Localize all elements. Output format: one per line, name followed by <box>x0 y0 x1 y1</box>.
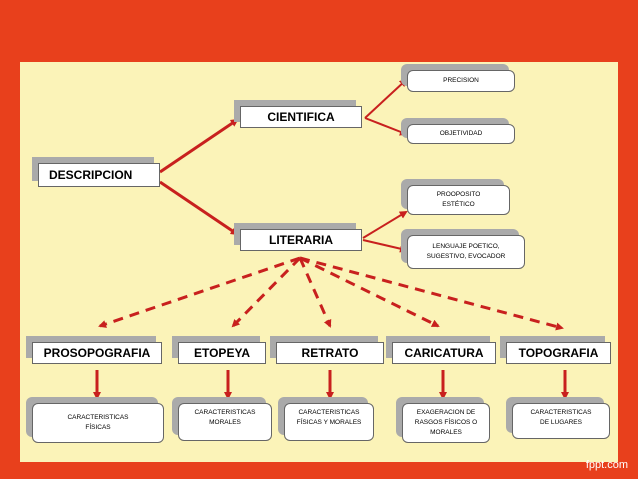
desc-line: CARACTERISTICAS <box>298 409 360 416</box>
node-cientifica: CIENTIFICA <box>240 106 362 128</box>
arrow-cientifica-to-precision <box>364 78 408 119</box>
desc-prosopografia: CARACTERISTICAS FÍSICAS <box>32 403 164 443</box>
proposito-line-2: ESTÉTICO <box>442 201 475 208</box>
arrow-literaria-to-proposito <box>362 210 408 239</box>
desc-line: FÍSICAS <box>85 424 111 431</box>
node-caricatura: CARICATURA <box>392 342 496 364</box>
desc-retrato: CARACTERISTICAS FÍSICAS Y MORALES <box>284 403 374 441</box>
desc-line: CARACTERISTICAS <box>67 414 129 421</box>
arrow-root-to-literaria <box>159 180 239 236</box>
desc-line: MORALES <box>430 429 462 436</box>
desc-line: EXAGERACION DE <box>416 409 476 416</box>
node-retrato: RETRATO <box>276 342 384 364</box>
desc-topografia: CARACTERISTICAS DE LUGARES <box>512 403 610 439</box>
arrow-root-to-cientifica <box>159 118 239 174</box>
node-descripcion: DESCRIPCION <box>38 163 160 187</box>
dashed-arrow-prosopografia <box>98 256 301 328</box>
node-etopeya: ETOPEYA <box>178 342 266 364</box>
desc-etopeya: CARACTERISTICAS MORALES <box>178 403 272 441</box>
dashed-arrow-topografia <box>299 256 564 331</box>
arrow-literaria-to-lenguaje <box>362 239 408 253</box>
node-lenguaje: LENGUAJE POETICO, SUGESTIVO, EVOCADOR <box>407 235 525 269</box>
proposito-line-1: PROOPOSITO <box>436 191 481 198</box>
desc-line: MORALES <box>209 419 241 426</box>
dashed-arrow-retrato <box>298 257 332 328</box>
lenguaje-line-2: SUGESTIVO, EVOCADOR <box>426 253 506 260</box>
desc-line: DE LUGARES <box>540 419 582 426</box>
fppt-watermark: fppt.com <box>585 459 628 471</box>
node-topografia: TOPOGRAFIA <box>506 342 611 364</box>
arrow-cientifica-to-objetividad <box>364 117 408 136</box>
lenguaje-line-1: LENGUAJE POETICO, <box>432 243 500 250</box>
desc-line: CARACTERISTICAS <box>530 409 592 416</box>
node-literaria: LITERARIA <box>240 229 362 251</box>
desc-line: FÍSICAS Y MORALES <box>296 419 362 426</box>
node-precision: PRECISION <box>407 70 515 92</box>
desc-line: RASGOS FÍSICOS O <box>414 419 478 426</box>
node-prosopografia: PROSOPOGRAFIA <box>32 342 162 364</box>
node-objetividad: OBJETIVIDAD <box>407 124 515 144</box>
desc-line: CARACTERISTICAS <box>194 409 256 416</box>
desc-caricatura: EXAGERACION DE RASGOS FÍSICOS O MORALES <box>402 403 490 443</box>
node-proposito-estetico: PROOPOSITO ESTÉTICO <box>407 185 510 215</box>
dashed-arrow-caricatura <box>299 256 440 328</box>
